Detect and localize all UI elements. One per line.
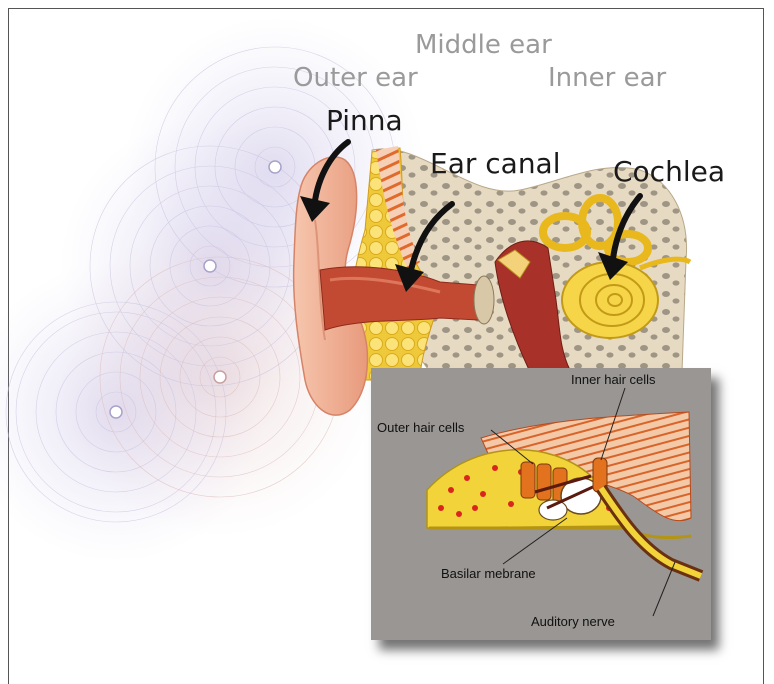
inner-ear-label: Inner ear: [548, 63, 666, 93]
inner-hair-cells-label: Inner hair cells: [571, 372, 656, 387]
middle-ear-label: Middle ear: [415, 30, 552, 60]
organ-of-corti-illustration: [371, 368, 711, 640]
cochlea-label: Cochlea: [613, 155, 725, 188]
pinna-label: Pinna: [326, 104, 403, 137]
auditory-nerve-label: Auditory nerve: [531, 614, 615, 629]
eardrum-shape: [474, 276, 494, 324]
outer-ear-label: Outer ear: [293, 63, 418, 93]
organ-of-corti-inset: Inner hair cells Outer hair cells Basila…: [371, 368, 711, 640]
ear-canal-label: Ear canal: [430, 147, 561, 180]
outer-hair-cells-label: Outer hair cells: [377, 420, 464, 435]
basilar-membrane-label: Basilar mebrane: [441, 566, 536, 581]
